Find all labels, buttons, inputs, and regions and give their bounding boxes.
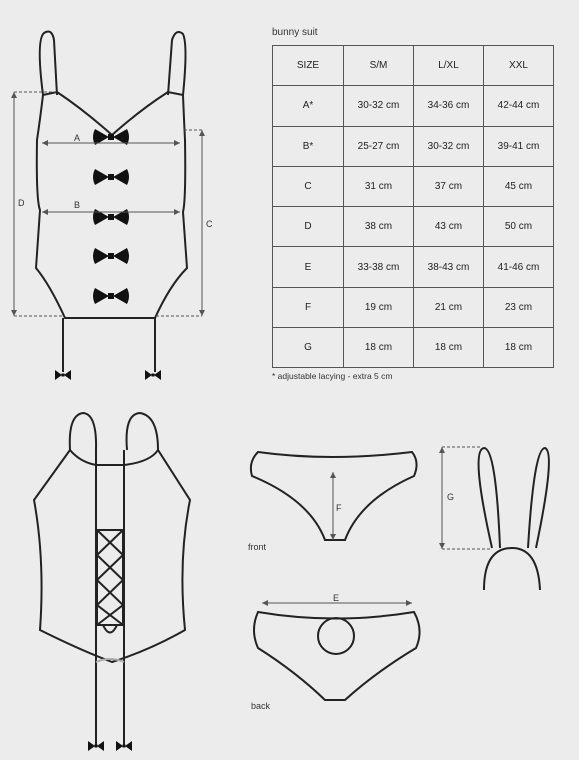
label-g: G bbox=[447, 492, 455, 502]
row-size: A* bbox=[272, 85, 344, 127]
row-xxl: 45 cm bbox=[483, 165, 554, 208]
row-xxl: 18 cm bbox=[483, 327, 554, 369]
row-xxl: 39-41 cm bbox=[483, 125, 554, 167]
brief-front bbox=[249, 450, 418, 541]
row-xxl: 23 cm bbox=[483, 286, 554, 329]
row-xxl: 42-44 cm bbox=[483, 85, 554, 127]
table-row: D 38 cm 43 cm 50 cm bbox=[272, 206, 554, 248]
row-lxl: 21 cm bbox=[413, 286, 484, 329]
row-sm: 19 cm bbox=[343, 286, 414, 329]
label-b: B bbox=[74, 200, 81, 210]
chart-title: bunny suit bbox=[272, 27, 318, 38]
brief-back bbox=[253, 610, 421, 701]
row-lxl: 37 cm bbox=[413, 165, 484, 208]
table-header-row: SIZE S/M L/XL XXL bbox=[272, 44, 554, 87]
label-f: F bbox=[336, 503, 342, 513]
row-xxl: 50 cm bbox=[483, 206, 554, 248]
back-bows bbox=[88, 741, 132, 751]
row-size: F bbox=[272, 286, 344, 329]
table-row: G 18 cm 18 cm 18 cm bbox=[272, 327, 554, 369]
table-row: B* 25-27 cm 30-32 cm 39-41 cm bbox=[272, 125, 554, 167]
label-d: D bbox=[18, 198, 25, 208]
table-row: A* 30-32 cm 34-36 cm 42-44 cm bbox=[272, 85, 554, 127]
row-size: B* bbox=[272, 125, 344, 167]
header-sm: S/M bbox=[343, 44, 414, 87]
header-xxl: XXL bbox=[483, 44, 554, 87]
row-lxl: 34-36 cm bbox=[413, 85, 484, 127]
front-dimensions bbox=[13, 91, 203, 317]
bodysuit-front bbox=[34, 30, 189, 372]
label-front: front bbox=[248, 542, 267, 552]
bunny-ears-headband bbox=[477, 446, 550, 591]
label-back: back bbox=[251, 701, 271, 711]
label-a: A bbox=[74, 133, 81, 143]
footnote: * adjustable lacying - extra 5 cm bbox=[272, 371, 393, 381]
row-size: D bbox=[272, 206, 344, 248]
row-lxl: 30-32 cm bbox=[413, 125, 484, 167]
header-lxl: L/XL bbox=[413, 44, 484, 87]
row-xxl: 41-46 cm bbox=[483, 246, 554, 288]
row-sm: 30-32 cm bbox=[343, 85, 414, 127]
header-size: SIZE bbox=[272, 44, 344, 87]
front-bows bbox=[55, 129, 161, 380]
row-sm: 25-27 cm bbox=[343, 125, 414, 167]
row-lxl: 18 cm bbox=[413, 327, 484, 369]
front-arrowheads bbox=[11, 92, 205, 316]
row-size: G bbox=[272, 327, 344, 369]
row-sm: 38 cm bbox=[343, 206, 414, 248]
row-sm: 18 cm bbox=[343, 327, 414, 369]
row-sm: 31 cm bbox=[343, 165, 414, 208]
row-size: E bbox=[272, 246, 344, 288]
table-row: E 33-38 cm 38-43 cm 41-46 cm bbox=[272, 246, 554, 288]
table-row: F 19 cm 21 cm 23 cm bbox=[272, 286, 554, 329]
bodysuit-back bbox=[32, 411, 192, 745]
size-table: SIZE S/M L/XL XXL A* 30-32 cm 34-36 cm 4… bbox=[272, 44, 554, 369]
row-lxl: 38-43 cm bbox=[413, 246, 484, 288]
row-sm: 33-38 cm bbox=[343, 246, 414, 288]
row-lxl: 43 cm bbox=[413, 206, 484, 248]
label-e: E bbox=[333, 593, 340, 603]
row-size: C bbox=[272, 165, 344, 208]
table-row: C 31 cm 37 cm 45 cm bbox=[272, 165, 554, 208]
label-c: C bbox=[206, 219, 213, 229]
ears-dimension bbox=[441, 446, 490, 550]
